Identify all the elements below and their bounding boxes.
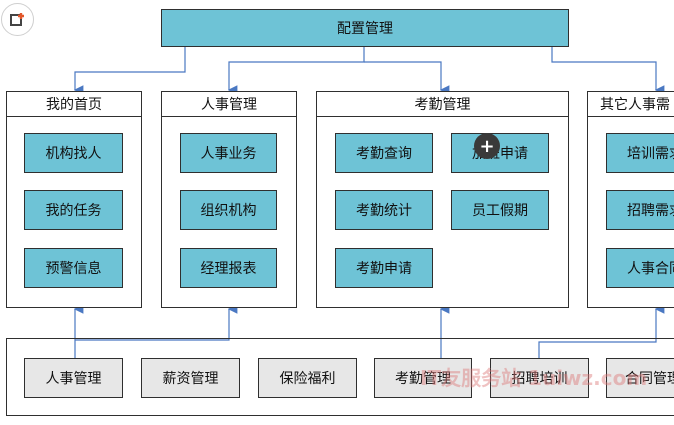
module-label: 人事管理 — [45, 371, 102, 387]
attendance-item-label: 考勤统计 — [356, 203, 412, 219]
hr-item-label: 人事业务 — [200, 146, 257, 162]
panel-hr-title: 人事管理 — [162, 92, 296, 117]
hr-item-label: 组织机构 — [200, 203, 257, 219]
attendance-item-label: 考勤申请 — [356, 261, 412, 277]
arrow-to-other — [551, 47, 665, 95]
corner-button[interactable] — [1, 3, 34, 36]
module-recruit-training[interactable]: 招聘培训 — [490, 358, 589, 398]
home-item-label: 预警信息 — [45, 261, 102, 277]
attendance-item-label: 考勤查询 — [356, 146, 412, 162]
home-item-org-search[interactable]: 机构找人 — [24, 133, 123, 173]
bottom-modules-container — [6, 338, 674, 416]
module-label: 保险福利 — [279, 371, 336, 387]
other-item-recruit-needs[interactable]: 招聘需求 — [606, 190, 674, 230]
other-item-hr-contract[interactable]: 人事合同 — [606, 248, 674, 288]
home-item-label: 机构找人 — [45, 146, 102, 162]
module-payroll[interactable]: 薪资管理 — [141, 358, 240, 398]
arrow-bottom-to-hr — [75, 304, 238, 341]
module-attendance[interactable]: 考勤管理 — [374, 358, 472, 398]
module-label: 考勤管理 — [395, 371, 451, 387]
panel-other-title: 其它人事需 — [588, 92, 674, 117]
arrow-to-attendance — [364, 61, 450, 95]
plus-cursor-icon: + — [474, 133, 500, 159]
home-item-alerts[interactable]: 预警信息 — [24, 248, 123, 288]
module-label: 招聘培训 — [511, 371, 568, 387]
watermark-text: IT友服务站 1uiwz.com — [420, 366, 648, 390]
other-item-label: 招聘需求 — [627, 203, 674, 219]
arrow-bottom-to-other — [538, 304, 665, 358]
module-label: 薪资管理 — [162, 371, 219, 387]
arrow-to-home — [73, 47, 186, 95]
module-contract[interactable]: 合同管理 — [606, 358, 674, 398]
crop-add-icon — [9, 12, 24, 26]
other-item-label: 培训需求 — [627, 146, 674, 162]
home-item-my-tasks[interactable]: 我的任务 — [24, 190, 123, 230]
module-insurance[interactable]: 保险福利 — [258, 358, 357, 398]
other-item-training-needs[interactable]: 培训需求 — [606, 133, 674, 173]
module-label: 合同管理 — [625, 371, 674, 387]
other-item-label: 人事合同 — [627, 261, 674, 277]
hr-item-organization[interactable]: 组织机构 — [180, 190, 277, 230]
config-management-node: 配置管理 — [161, 9, 569, 47]
module-hr[interactable]: 人事管理 — [24, 358, 123, 398]
hr-item-label: 经理报表 — [200, 261, 257, 277]
arrow-to-hr — [227, 47, 365, 95]
attendance-item-statistics[interactable]: 考勤统计 — [335, 190, 433, 230]
home-item-label: 我的任务 — [45, 203, 102, 219]
hr-item-manager-report[interactable]: 经理报表 — [180, 248, 277, 288]
attendance-item-request[interactable]: 考勤申请 — [335, 248, 433, 288]
attendance-item-label: 员工假期 — [472, 203, 528, 219]
attendance-item-leave[interactable]: 员工假期 — [451, 190, 549, 230]
config-management-label: 配置管理 — [337, 21, 393, 37]
panel-home-title: 我的首页 — [7, 92, 141, 117]
attendance-item-overtime-request[interactable]: 加班申请 — [451, 133, 549, 173]
panel-attendance-title: 考勤管理 — [317, 92, 568, 117]
hr-item-business[interactable]: 人事业务 — [180, 133, 277, 173]
attendance-item-query[interactable]: 考勤查询 — [335, 133, 433, 173]
